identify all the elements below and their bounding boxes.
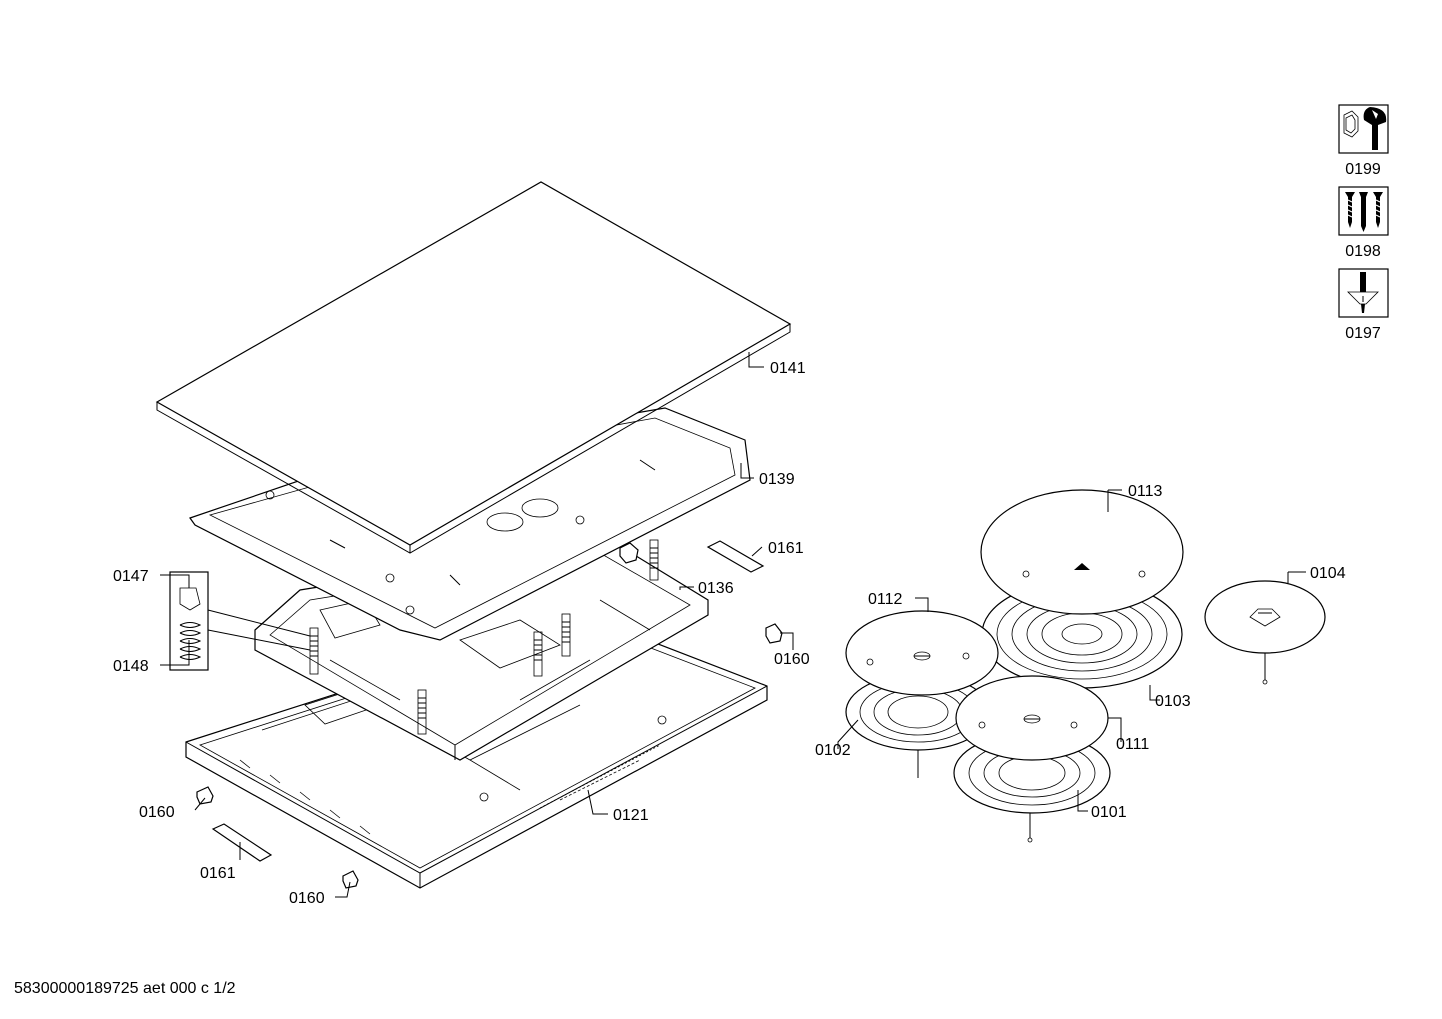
callout-0103[interactable]: 0103 (1155, 693, 1191, 710)
callout-0160-bottom[interactable]: 0160 (289, 890, 325, 907)
tool-label-0198: 0198 (1345, 243, 1381, 260)
tool-label-0199: 0199 (1345, 161, 1381, 178)
callout-labels: 0141 0139 0161 0136 0147 0148 0160 0160 … (113, 360, 1346, 907)
spring-pin (417, 689, 427, 735)
glass-top (155, 181, 792, 554)
heating-plate-0111 (955, 675, 1109, 761)
tool-icon-0197[interactable]: 0197 (1338, 268, 1389, 342)
tool-label-0197: 0197 (1345, 325, 1381, 342)
callout-0101[interactable]: 0101 (1091, 804, 1127, 821)
heating-plate-0113 (980, 489, 1184, 615)
screws-icon (1345, 192, 1383, 232)
callout-0113[interactable]: 0113 (1128, 483, 1163, 500)
spring-pin (533, 631, 543, 677)
heating-plate-0104 (1204, 580, 1326, 685)
callout-0121[interactable]: 0121 (613, 807, 649, 824)
spring-pin (561, 613, 571, 657)
screwdriver-icon (1347, 272, 1379, 313)
callout-0136[interactable]: 0136 (698, 580, 734, 597)
springs (309, 539, 659, 735)
callout-0112[interactable]: 0112 (868, 591, 903, 608)
document-id-footer: 58300000189725 aet 000 c 1/2 (14, 980, 236, 997)
heating-plate-0112 (845, 610, 999, 696)
clip-0161-bottom (211, 823, 273, 862)
callout-0160-right[interactable]: 0160 (774, 651, 810, 668)
callout-0147[interactable]: 0147 (113, 568, 149, 585)
tool-icon-0199[interactable]: 0199 (1338, 104, 1389, 178)
callout-0139[interactable]: 0139 (759, 471, 795, 488)
callout-0102[interactable]: 0102 (815, 742, 851, 759)
clip-0160-bottom (342, 870, 359, 889)
spring-pin (309, 627, 319, 675)
clip-0161-top (706, 540, 765, 573)
callout-0161-top[interactable]: 0161 (768, 540, 804, 557)
callout-0160-left[interactable]: 0160 (139, 804, 175, 821)
callout-0148[interactable]: 0148 (113, 658, 149, 675)
leader-lines (160, 352, 1306, 898)
clip-0160-left (196, 786, 214, 805)
callout-0161-bottom[interactable]: 0161 (200, 865, 236, 882)
clip-0160-right (765, 623, 783, 644)
spring-pin (649, 539, 659, 581)
callout-0104[interactable]: 0104 (1310, 565, 1346, 582)
callout-0111[interactable]: 0111 (1116, 736, 1149, 753)
clip-0160-top (619, 542, 639, 564)
tool-icon-0198[interactable]: 0198 (1338, 186, 1389, 260)
callout-0141[interactable]: 0141 (770, 360, 806, 377)
nut-wrench-icon (1343, 107, 1387, 150)
